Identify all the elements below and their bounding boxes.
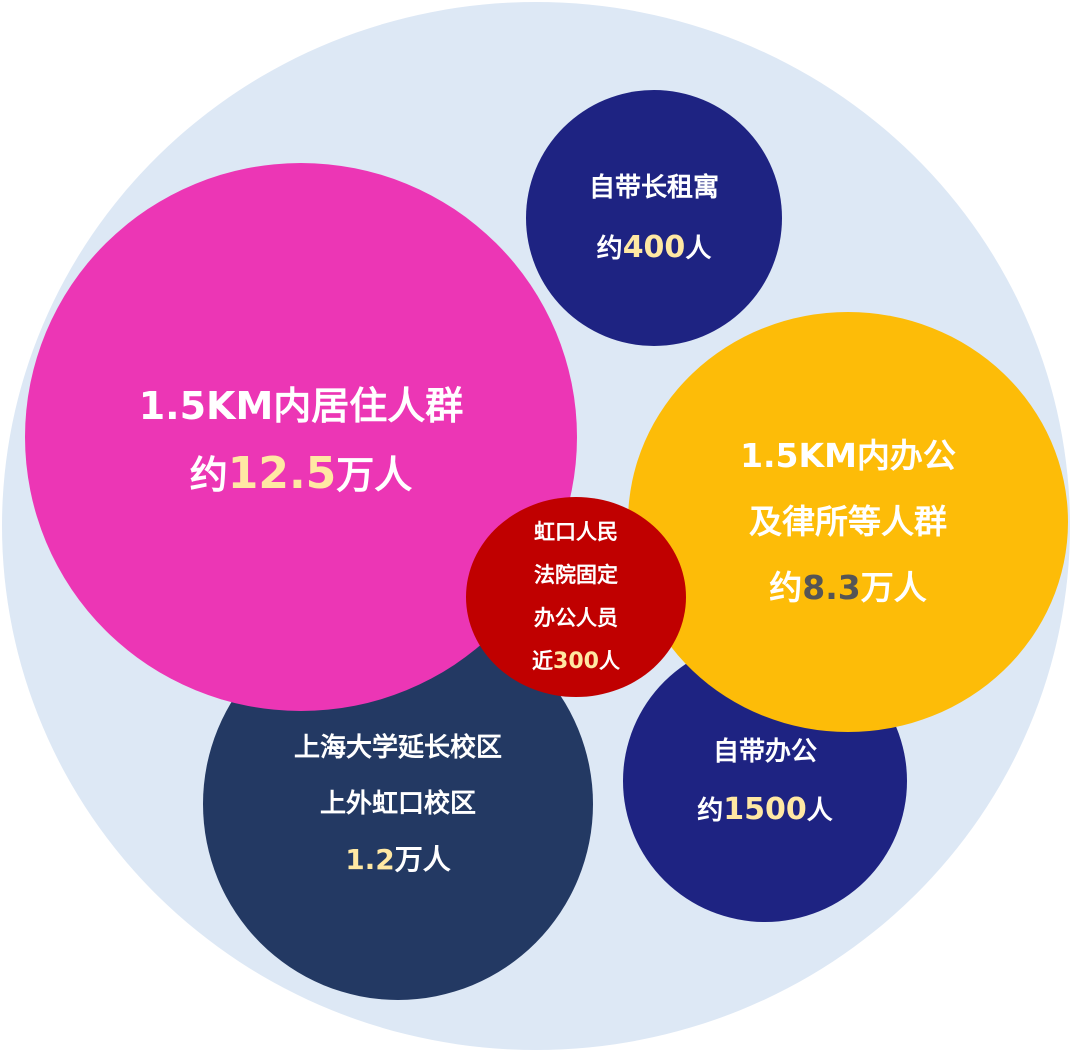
campus-count-line: 1.2万人 bbox=[345, 832, 451, 889]
rent-bubble: 自带长租寓 约400人 bbox=[526, 90, 782, 346]
self-office-label: 自带办公 bbox=[712, 736, 817, 767]
residents-suffix: 万人 bbox=[336, 453, 413, 497]
office-line1: 1.5KM内办公 bbox=[740, 436, 956, 475]
self-office-suffix: 人 bbox=[806, 795, 833, 826]
office-prefix: 约 bbox=[769, 568, 803, 607]
court-number: 300 bbox=[553, 649, 599, 674]
residents-number: 12.5 bbox=[227, 448, 337, 499]
court-line1: 虹口人民 bbox=[534, 520, 618, 544]
rent-suffix: 人 bbox=[685, 233, 712, 264]
campus-number: 1.2 bbox=[345, 842, 395, 876]
court-prefix: 近 bbox=[532, 649, 554, 673]
self-office-number: 1500 bbox=[723, 791, 807, 827]
rent-prefix: 约 bbox=[596, 233, 623, 264]
campus-suffix: 万人 bbox=[394, 842, 451, 876]
court-line3: 办公人员 bbox=[534, 606, 618, 630]
office-number: 8.3 bbox=[802, 568, 861, 607]
self-office-count-line: 约1500人 bbox=[697, 781, 833, 840]
rent-count-line: 约400人 bbox=[597, 218, 712, 279]
court-line2: 法院固定 bbox=[534, 563, 618, 587]
self-office-bubble: 自带办公 约1500人 bbox=[623, 640, 907, 922]
residents-count-line: 约12.5万人 bbox=[190, 444, 413, 499]
campus-line2: 上外虹口校区 bbox=[319, 788, 476, 819]
court-bubble: 虹口人民 法院固定 办公人员 近300人 bbox=[466, 497, 686, 697]
office-count-line: 约8.3万人 bbox=[769, 555, 926, 621]
court-suffix: 人 bbox=[598, 649, 620, 673]
rent-number: 400 bbox=[622, 229, 686, 265]
office-line2: 及律所等人群 bbox=[749, 502, 947, 541]
court-count-line: 近300人 bbox=[532, 640, 620, 683]
office-bubble: 1.5KM内办公 及律所等人群 约8.3万人 bbox=[628, 312, 1068, 732]
self-office-prefix: 约 bbox=[697, 795, 724, 826]
rent-label: 自带长租寓 bbox=[588, 172, 719, 203]
residents-prefix: 约 bbox=[189, 453, 228, 497]
residents-label: 1.5KM内居住人群 bbox=[138, 384, 464, 428]
campus-line1: 上海大学延长校区 bbox=[293, 732, 502, 763]
office-suffix: 万人 bbox=[860, 568, 927, 607]
